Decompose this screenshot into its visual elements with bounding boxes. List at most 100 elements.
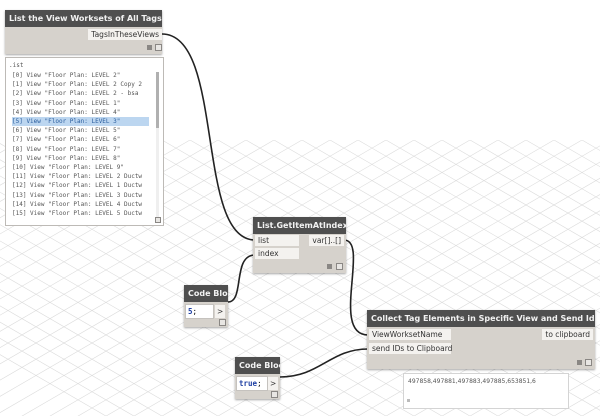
code-terminator: ;	[192, 307, 198, 316]
input-port-view-workset-name[interactable]: ViewWorksetName	[369, 329, 451, 340]
preview-resize-icon	[407, 399, 410, 402]
watch-scrollbar[interactable]	[156, 72, 159, 220]
grid-line	[0, 354, 107, 416]
grid-line	[0, 139, 415, 381]
node-info-icon	[577, 360, 582, 365]
grid-line	[0, 321, 163, 416]
watch-list-item[interactable]: [0] View "Floor Plan: LEVEL 2"	[12, 72, 121, 79]
watch-list-item[interactable]: [8] View "Floor Plan: LEVEL 7"	[12, 145, 121, 153]
code-editor[interactable]: true;	[236, 376, 268, 391]
node-title[interactable]: List.GetItemAtIndex	[253, 217, 346, 234]
node-title[interactable]: Collect Tag Elements in Specific View an…	[367, 310, 595, 327]
grid-line	[329, 139, 600, 297]
node-list-get-item-at-index[interactable]: List.GetItemAtIndex list index var[]..[]	[253, 217, 346, 273]
grid-line	[21, 139, 499, 416]
grid-line	[301, 139, 600, 314]
watch-list-item[interactable]: [15] View "Floor Plan: LEVEL 5 Ductw	[12, 210, 143, 217]
grid-line	[413, 139, 600, 249]
watch-resize-icon[interactable]	[155, 217, 161, 223]
grid-line	[245, 139, 600, 346]
grid-line	[0, 338, 135, 416]
watch-list-item[interactable]: [5] View "Floor Plan: LEVEL 3"	[12, 117, 149, 126]
input-port-send-ids[interactable]: send IDs to Clipboard	[369, 343, 452, 354]
watch-list-item[interactable]: [2] View "Floor Plan: LEVEL 2 - bsa	[12, 90, 139, 98]
grid-line	[133, 145, 600, 416]
watch-list-item[interactable]: [10] View "Floor Plan: LEVEL 9"	[12, 164, 124, 171]
grid-line	[301, 242, 600, 416]
watch-scrollbar-thumb[interactable]	[156, 72, 159, 128]
grid-line	[525, 372, 600, 416]
grid-line	[357, 139, 600, 281]
code-terminator: ;	[257, 379, 262, 388]
preview-values: 497858,497881,497883,497885,653851,6	[408, 378, 536, 385]
watch-list-item[interactable]: [6] View "Floor Plan: LEVEL 5"	[12, 127, 121, 135]
node-title[interactable]: Code Block	[184, 285, 228, 302]
node-list-view-worksets[interactable]: List the View Worksets of All Tags in Pr…	[5, 10, 162, 54]
resize-grip-icon[interactable]	[155, 44, 162, 51]
output-port[interactable]: >	[268, 377, 279, 390]
code-keyword: true	[239, 379, 258, 388]
grid-line	[0, 289, 219, 416]
code-editor[interactable]: 5;	[185, 304, 214, 319]
output-port-var[interactable]: var[]..[]	[309, 235, 344, 246]
grid-line	[0, 273, 247, 416]
watch-list-item[interactable]: [9] View "Floor Plan: LEVEL 8"	[12, 154, 121, 162]
watch-list-item[interactable]: [3] View "Floor Plan: LEVEL 1"	[12, 99, 121, 107]
output-port[interactable]: >	[215, 305, 226, 318]
wire-tags-to-list[interactable]	[161, 33, 256, 241]
grid-line	[0, 305, 191, 416]
watch-list-item[interactable]: [14] View "Floor Plan: LEVEL 4 Ductw	[12, 200, 143, 208]
wire-var-to-workset[interactable]	[343, 239, 369, 336]
grid-line	[0, 139, 331, 332]
output-port-to-clipboard[interactable]: to clipboard	[542, 329, 593, 340]
grid-line	[0, 139, 275, 300]
node-code-block-index[interactable]: Code Block 5; >	[184, 285, 228, 327]
grid-line	[0, 256, 275, 416]
output-preview-bubble[interactable]: 497858,497881,497883,497885,653851,6	[403, 373, 569, 409]
grid-line	[245, 210, 600, 416]
watch-list-item[interactable]: [13] View "Floor Plan: LEVEL 3 Ductw	[12, 191, 143, 199]
grid-line	[469, 139, 600, 216]
watch-list-header: .ist	[9, 62, 24, 69]
grid-line	[385, 139, 600, 265]
wire-code5-to-index[interactable]	[227, 254, 256, 303]
grid-line	[105, 139, 583, 416]
watch-preview-list[interactable]: .ist [0] View "Floor Plan: LEVEL 2" [1] V…	[5, 57, 164, 226]
output-port-tags-in-these-views[interactable]: TagsInTheseViews	[88, 29, 162, 40]
resize-grip-icon[interactable]	[336, 263, 343, 270]
grid-line	[0, 139, 387, 365]
node-info-icon	[147, 45, 152, 50]
resize-grip-icon[interactable]	[219, 319, 226, 326]
watch-list-item[interactable]: [7] View "Floor Plan: LEVEL 6"	[12, 136, 121, 144]
wire-true-to-send[interactable]	[279, 348, 369, 378]
grid-line	[0, 208, 359, 416]
grid-line	[77, 139, 555, 416]
input-port-index[interactable]: index	[255, 248, 299, 259]
code-value: 5	[188, 307, 193, 316]
grid-line	[161, 139, 600, 395]
grid-line	[189, 139, 600, 379]
grid-line	[273, 226, 600, 416]
node-title[interactable]: List the View Worksets of All Tags in Pr…	[5, 10, 162, 27]
node-info-icon	[327, 264, 332, 269]
watch-list-item[interactable]: [11] View "Floor Plan: LEVEL 2 Ductw	[12, 173, 143, 181]
grid-line	[497, 139, 600, 200]
resize-grip-icon[interactable]	[585, 359, 592, 366]
grid-line	[0, 139, 359, 348]
watch-list-item[interactable]: [4] View "Floor Plan: LEVEL 4"	[12, 108, 121, 116]
node-title[interactable]: Code Block	[235, 357, 280, 374]
grid-line	[273, 139, 600, 330]
grid-line	[49, 139, 527, 416]
grid-line	[0, 191, 387, 416]
node-collect-tag-elements[interactable]: Collect Tag Elements in Specific View an…	[367, 310, 595, 369]
watch-list-item[interactable]: [1] View "Floor Plan: LEVEL 2 Copy 2	[12, 81, 143, 89]
input-port-list[interactable]: list	[255, 235, 299, 246]
watch-list-item[interactable]: [12] View "Floor Plan: LEVEL 1 Ductw	[12, 182, 143, 190]
grid-line	[329, 259, 600, 416]
grid-line	[217, 139, 600, 362]
grid-line	[161, 161, 600, 416]
node-code-block-bool[interactable]: Code Block true; >	[235, 357, 280, 399]
resize-grip-icon[interactable]	[271, 391, 278, 398]
grid-line	[441, 139, 600, 232]
